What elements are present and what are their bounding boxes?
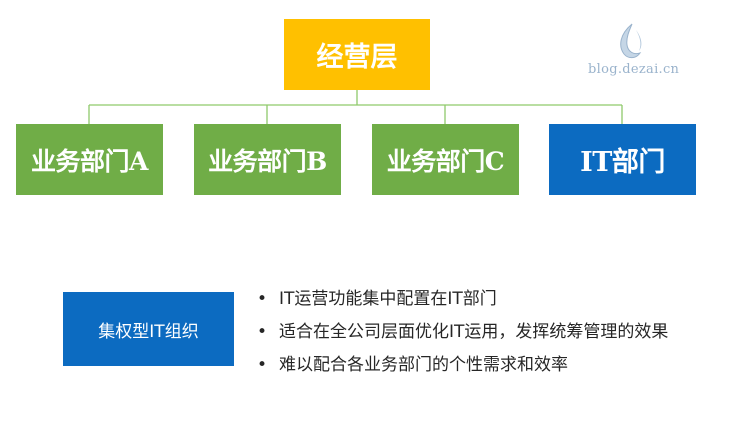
dept-b-box: 业务部门B: [194, 124, 341, 195]
bullet-item: • 难以配合各业务部门的个性需求和效率: [257, 352, 668, 385]
dept-b-label: 业务部门B: [208, 146, 327, 176]
bullet-item: • IT运营功能集中配置在IT部门: [257, 286, 668, 319]
bullet-dot-icon: •: [257, 289, 268, 309]
dept-it-box: IT部门: [549, 124, 696, 195]
management-layer-label: 经营层: [316, 42, 398, 73]
bullet-text: 适合在全公司层面优化IT运用，发挥统筹管理的效果: [279, 322, 669, 342]
dept-it-label: IT部门: [580, 147, 665, 178]
bullet-dot-icon: •: [257, 355, 268, 375]
dept-a-label: 业务部门A: [31, 146, 148, 176]
dept-a-box: 业务部门A: [16, 124, 163, 195]
management-layer-box: 经营层: [284, 19, 430, 90]
centralized-it-label-box: 集权型IT组织: [63, 292, 234, 366]
dept-c-label: 业务部门C: [386, 146, 505, 176]
watermark-text: blog.dezai.cn: [588, 62, 680, 77]
bullet-text: 难以配合各业务部门的个性需求和效率: [279, 355, 568, 375]
water-drop-logo-icon: [620, 23, 642, 59]
centralized-it-label: 集权型IT组织: [98, 321, 199, 342]
bullet-dot-icon: •: [257, 322, 268, 342]
dept-c-box: 业务部门C: [372, 124, 519, 195]
watermark: blog.dezai.cn: [578, 22, 698, 84]
description-bullet-list: • IT运营功能集中配置在IT部门 • 适合在全公司层面优化IT运用，发挥统筹管…: [257, 286, 668, 385]
bullet-item: • 适合在全公司层面优化IT运用，发挥统筹管理的效果: [257, 319, 668, 352]
bullet-text: IT运营功能集中配置在IT部门: [279, 289, 497, 309]
